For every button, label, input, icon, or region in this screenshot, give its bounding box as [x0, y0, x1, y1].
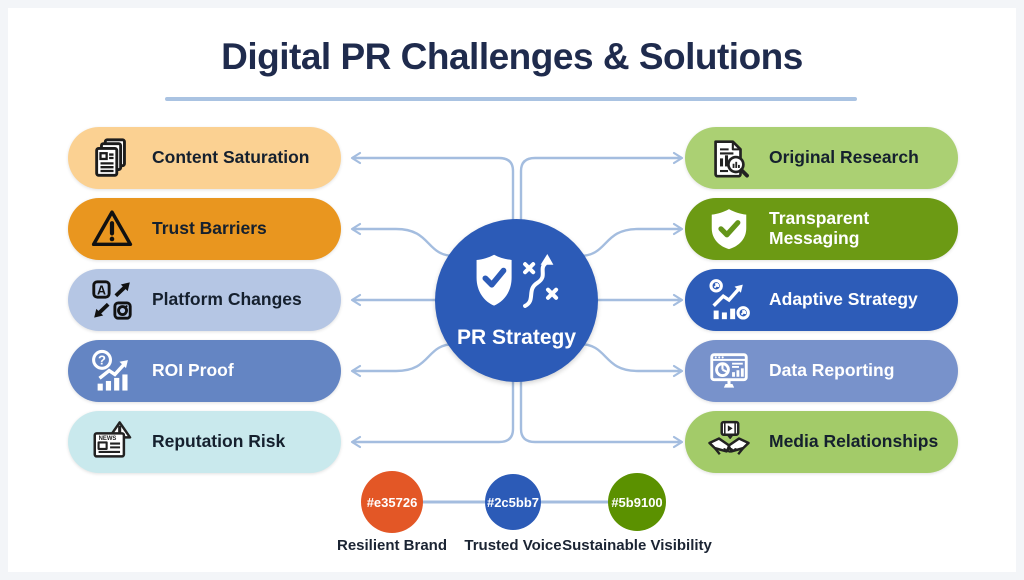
shield-strategy-icon — [471, 252, 563, 319]
solution-label: Transparent Messaging — [769, 208, 870, 248]
shield-check-icon — [705, 205, 753, 253]
adaptive-chart-icon — [705, 276, 753, 324]
legend-circle-resilient-brand: #e35726 — [361, 471, 423, 533]
handshake-media-icon — [705, 418, 753, 466]
svg-text:A: A — [97, 283, 106, 297]
solution-original-research: Original Research — [685, 127, 958, 189]
roi-question-chart-icon: ? — [88, 347, 136, 395]
warning-triangle-icon — [88, 205, 136, 253]
legend-circle-trusted-voice: #2c5bb7 — [485, 474, 541, 530]
solution-transparent-messaging: Transparent Messaging — [685, 198, 958, 260]
solution-adaptive-strategy: Adaptive Strategy — [685, 269, 958, 331]
news-alert-icon: NEWS — [88, 418, 136, 466]
challenge-label: Trust Barriers — [152, 218, 267, 239]
challenge-label: Platform Changes — [152, 289, 302, 310]
solution-label: Data Reporting — [769, 360, 895, 381]
legend-circle-sustainable-visibility: #5b9100 — [608, 473, 666, 531]
solution-media-relationships: Media Relationships — [685, 411, 958, 473]
legend-hex: #2c5bb7 — [486, 494, 540, 510]
challenge-label: Reputation Risk — [152, 431, 286, 452]
stacked-documents-icon — [88, 134, 136, 182]
svg-text:?: ? — [98, 352, 106, 367]
page-title: Digital PR Challenges & Solutions — [221, 36, 803, 77]
monitor-analytics-icon — [705, 347, 753, 395]
challenge-reputation-risk: NEWS Reputation Risk — [68, 411, 341, 473]
solution-data-reporting: Data Reporting — [685, 340, 958, 402]
legend-label-sustainable-visibility: Sustainable Visibility — [562, 537, 712, 554]
challenge-trust-barriers: Trust Barriers — [68, 198, 341, 260]
legend-label-trusted-voice: Trusted Voice — [464, 537, 562, 554]
solution-label: Original Research — [769, 147, 919, 168]
challenge-content-saturation: Content Saturation — [68, 127, 341, 189]
pr-strategy-hub: PR Strategy — [435, 219, 598, 382]
research-document-icon — [705, 134, 753, 182]
challenge-label: ROI Proof — [152, 360, 234, 381]
solution-label: Media Relationships — [769, 431, 939, 452]
legend-label-resilient-brand: Resilient Brand — [336, 537, 448, 554]
title-underline — [165, 97, 857, 101]
svg-text:NEWS: NEWS — [99, 436, 117, 442]
apps-shuffle-icon: A — [88, 276, 136, 324]
challenge-label: Content Saturation — [152, 147, 310, 168]
legend-hex: #e35726 — [366, 494, 418, 510]
solution-label: Adaptive Strategy — [769, 289, 918, 310]
hub-label: PR Strategy — [456, 325, 577, 349]
challenge-roi-proof: ? ROI Proof — [68, 340, 341, 402]
legend-hex: #5b9100 — [611, 494, 663, 510]
challenge-platform-changes: A Platform Changes — [68, 269, 341, 331]
